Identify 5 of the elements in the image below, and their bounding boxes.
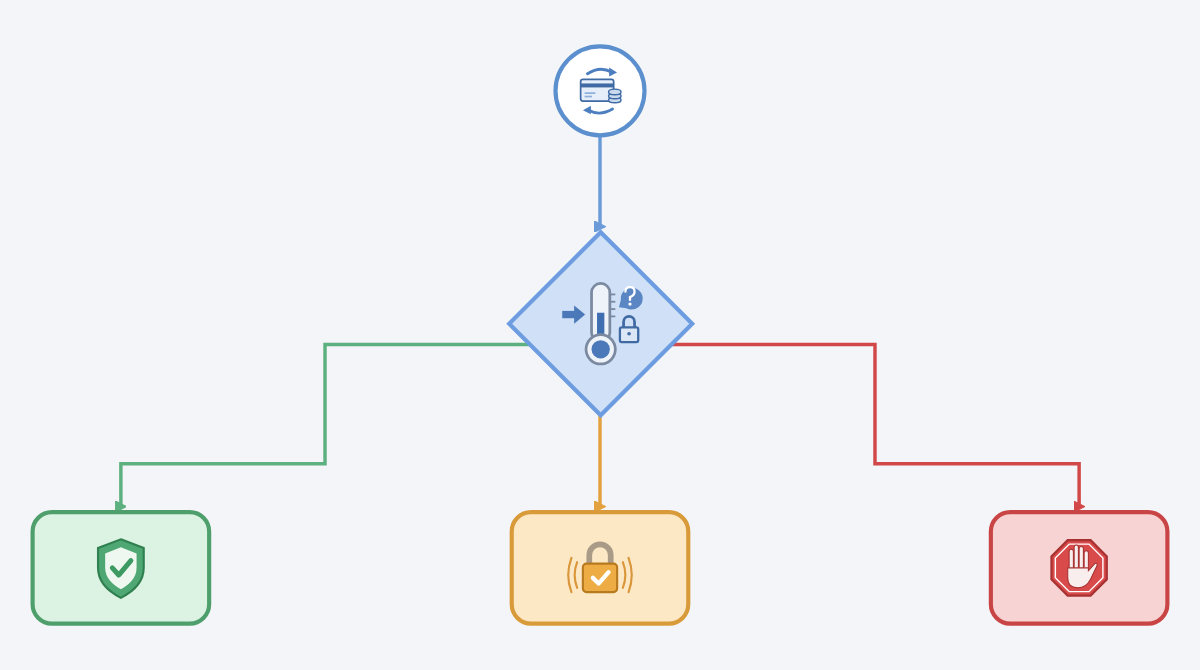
- node-box: [509, 510, 691, 626]
- node-box: [988, 510, 1170, 626]
- node-diamond: [506, 229, 696, 419]
- node-box: [30, 510, 212, 626]
- node-circle: [553, 44, 647, 138]
